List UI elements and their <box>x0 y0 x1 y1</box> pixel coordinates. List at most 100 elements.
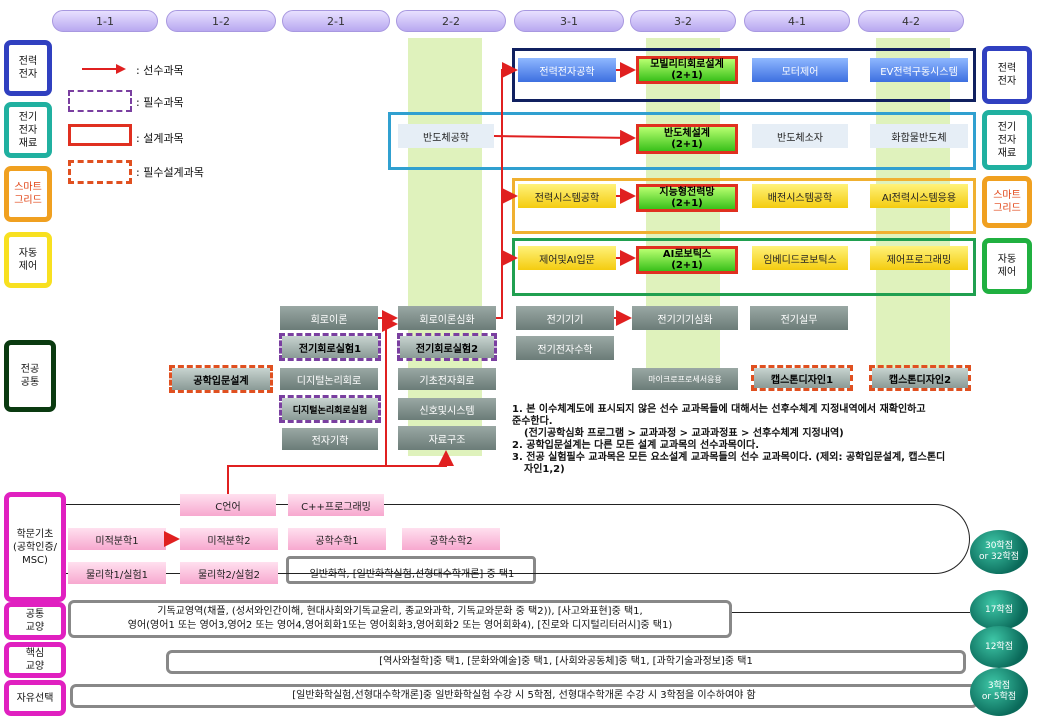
note-1b: 준수한다. <box>512 416 553 427</box>
course-distribution[interactable]: 배전시스템공학 <box>752 184 848 208</box>
course-digital-lab[interactable]: 디지털논리회로실험 <box>279 395 381 423</box>
arrow-semi-design <box>493 129 636 146</box>
course-ai-robotics[interactable]: AI로보틱스 (2+1) <box>636 246 738 274</box>
course-circuit-adv[interactable]: 회로이론심화 <box>398 306 496 330</box>
course-calc1[interactable]: 미적분학1 <box>68 528 166 550</box>
note-1c: (전기공학심화 프로그램 > 교과과정 > 교과과정표 > 선후수체계 지정내역… <box>524 428 844 439</box>
track-frame-materials <box>388 112 976 170</box>
track-frame-auto <box>512 238 976 296</box>
credit-common: 17학점 <box>970 590 1028 630</box>
course-gen-chem[interactable]: 일반화학, [일반화학실험,선형대수학개론] 중 택1 <box>309 568 515 580</box>
free-elective-box: [일반화학실험,선형대수학개론]중 일반화학실험 수강 시 5학점, 선형대수학… <box>70 684 978 708</box>
course-credit: (2+1) <box>671 260 703 271</box>
course-credit: (2+1) <box>671 198 703 209</box>
legend-required-swatch <box>68 90 132 112</box>
credit-msc: 30학점 or 32학점 <box>970 530 1028 574</box>
course-mobility-design[interactable]: 모빌리티회로설계 (2+1) <box>636 56 738 84</box>
course-em-math[interactable]: 전기전자수학 <box>516 336 614 360</box>
semester-header: 1-1 <box>52 10 158 32</box>
course-semi-design[interactable]: 반도체설계 (2+1) <box>636 124 738 154</box>
course-control-ai[interactable]: 제어및AI입문 <box>518 246 616 270</box>
course-signals[interactable]: 신호및시스템 <box>398 398 496 420</box>
arrow-c-to-circuit <box>227 316 398 494</box>
core-liberal-box: [역사와철학]중 택1, [문화와예술]중 택1, [사회와공동체]중 택1, … <box>166 650 966 674</box>
course-capstone2[interactable]: 캡스톤디자인2 <box>869 365 971 391</box>
course-physics2[interactable]: 물리학2/실험2 <box>180 562 278 584</box>
category-power-right: 전력 전자 <box>982 46 1032 104</box>
gen-chem-frame <box>286 556 536 584</box>
semester-header: 1-2 <box>166 10 276 32</box>
course-credit: (2+1) <box>671 139 703 150</box>
semester-column-4-2 <box>876 38 950 388</box>
course-title: AI로보틱스 <box>662 249 712 260</box>
course-semi-device[interactable]: 반도체소자 <box>752 124 848 148</box>
course-electromagnetics[interactable]: 전자기학 <box>282 428 378 450</box>
legend-design: : 설계과목 <box>136 132 184 145</box>
course-basic-electronics[interactable]: 기초전자회로 <box>398 368 496 390</box>
course-circuit-lab1[interactable]: 전기회로실험1 <box>279 333 381 361</box>
course-title: 지능형전력망 <box>659 187 715 198</box>
course-semiconductor[interactable]: 반도체공학 <box>398 124 494 148</box>
course-credit: (2+1) <box>671 70 703 81</box>
category-major-common: 전공 공통 <box>4 340 56 412</box>
course-elec-machine-adv[interactable]: 전기기기심화 <box>632 306 738 330</box>
track-frame-smart <box>512 178 976 234</box>
course-circuit[interactable]: 회로이론 <box>280 306 378 330</box>
category-free: 자유선택 <box>4 680 66 716</box>
course-circuit-lab2[interactable]: 전기회로실험2 <box>397 333 497 361</box>
general-common-line1: 기독교영역(채플, (성서와인간이해, 현대사회와기독교윤리, 종교와과학, 기… <box>157 606 643 617</box>
connector-common <box>732 612 970 613</box>
semester-header: 4-2 <box>858 10 964 32</box>
course-elec-practice[interactable]: 전기실무 <box>750 306 848 330</box>
course-calc2[interactable]: 미적분학2 <box>180 528 278 550</box>
category-materials-right: 전기 전자 재료 <box>982 110 1032 170</box>
legend-prereq: : 선수과목 <box>136 64 184 77</box>
semester-header: 2-2 <box>396 10 506 32</box>
course-power-system[interactable]: 전력시스템공학 <box>518 184 616 208</box>
course-power-elec[interactable]: 전력전자공학 <box>518 58 616 82</box>
semester-header: 3-1 <box>514 10 624 32</box>
note-2: 2. 공학입문설계는 다른 모든 설계 교과목의 선수과목이다. <box>512 440 760 451</box>
course-elec-machine[interactable]: 전기기기 <box>516 306 614 330</box>
course-embedded-robotics[interactable]: 임베디드로보틱스 <box>752 246 848 270</box>
semester-header: 3-2 <box>630 10 736 32</box>
course-ai-power[interactable]: AI전력시스템응용 <box>870 184 968 208</box>
course-motor-control[interactable]: 모터제어 <box>752 58 848 82</box>
credit-core: 12학점 <box>970 626 1028 668</box>
course-eng-design-intro[interactable]: 공학입문설계 <box>169 365 273 393</box>
semester-header: 2-1 <box>282 10 390 32</box>
legend-required-design: : 필수설계과목 <box>136 166 204 179</box>
category-core-liberal: 핵심 교양 <box>4 642 66 678</box>
course-compound-semi[interactable]: 화합물반도체 <box>870 124 968 148</box>
course-title: 모빌리티회로설계 <box>650 59 724 70</box>
course-ev-drive[interactable]: EV전력구동시스템 <box>870 58 968 82</box>
course-cpp[interactable]: C++프로그래밍 <box>288 494 384 516</box>
notes: 1. 본 이수체계도에 표시되지 않은 선수 교과목들에 대해서는 선후수체계 … <box>512 404 1012 476</box>
legend-required-design-swatch <box>68 160 132 184</box>
course-physics1[interactable]: 물리학1/실험1 <box>68 562 166 584</box>
arrow-to-power <box>496 62 518 319</box>
note-3b: 자인1,2) <box>524 464 565 475</box>
category-auto-right: 자동 제어 <box>982 238 1032 294</box>
category-auto: 자동 제어 <box>4 232 52 288</box>
general-common-box: 기독교영역(채플, (성서와인간이해, 현대사회와기독교윤리, 종교와과학, 기… <box>68 600 732 638</box>
legend-required: : 필수과목 <box>136 96 184 109</box>
course-c-lang[interactable]: C언어 <box>180 494 276 516</box>
general-common-line2: 영어(영어1 또는 영어3,영어2 또는 영어4,영어회화1또는 영어회화3,영… <box>127 620 673 631</box>
course-data-structure[interactable]: 자료구조 <box>398 426 496 450</box>
course-capstone1[interactable]: 캡스톤디자인1 <box>751 365 853 391</box>
category-msc: 학문기초 (공학인증/ MSC) <box>4 492 66 602</box>
category-power: 전력 전자 <box>4 40 52 96</box>
semester-header: 4-1 <box>744 10 850 32</box>
course-digital-logic[interactable]: 디지털논리회로 <box>280 368 378 390</box>
course-eng-math1[interactable]: 공학수학1 <box>288 528 386 550</box>
course-eng-math2[interactable]: 공학수학2 <box>402 528 500 550</box>
note-3: 3. 전공 실험필수 교과목은 모든 요소설계 교과목들의 선수 교과목이다. … <box>512 452 946 463</box>
course-micro[interactable]: 마이크로프로세서응용 <box>632 368 738 390</box>
course-smart-grid[interactable]: 지능형전력망 (2+1) <box>636 184 738 212</box>
category-smart: 스마트 그리드 <box>4 166 52 222</box>
msc-bracket <box>66 504 970 574</box>
course-control-prog[interactable]: 제어프로그래밍 <box>870 246 968 270</box>
arrow-c-to-ds <box>386 450 454 467</box>
prereq-arrow-icon <box>82 64 126 74</box>
